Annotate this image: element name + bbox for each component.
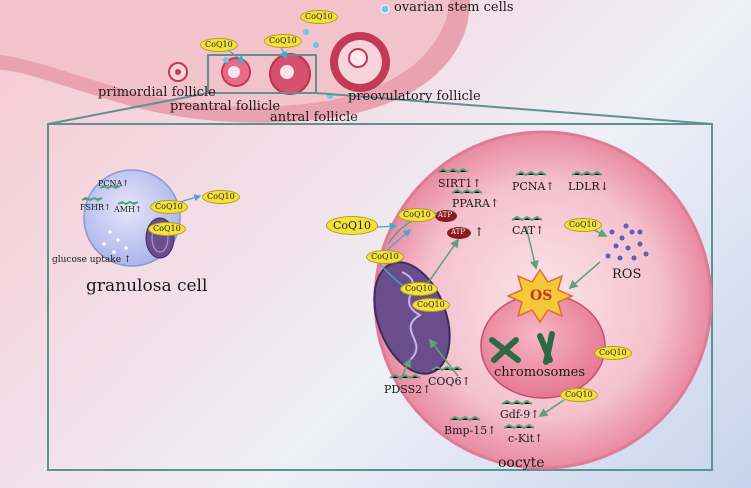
- label-ros: ROS: [612, 267, 642, 282]
- coq10-badge: CoQ10: [560, 388, 598, 402]
- coq10-badge: CoQ10: [264, 34, 302, 48]
- label-glucose-uptake: glucose uptake ↑: [52, 255, 132, 265]
- label-ldlr: LDLR↓: [568, 180, 609, 193]
- label-ovarian-stem-cells: ovarian stem cells: [394, 0, 514, 15]
- coq10-badge: CoQ10: [400, 282, 438, 296]
- coq10-badge: CoQ10: [412, 298, 450, 312]
- label-os: OS: [530, 288, 553, 304]
- label-ppara: PPARA↑: [452, 197, 500, 210]
- label-chromosomes: chromosomes: [494, 365, 586, 380]
- label-gdf9: Gdf-9↑: [500, 408, 540, 421]
- stem-cell-dot: [380, 4, 390, 14]
- label-pdss2: PDSS2↑: [384, 383, 432, 396]
- coq10-badge: CoQ10: [300, 10, 338, 24]
- coq10-badge: CoQ10: [326, 216, 379, 235]
- label-oocyte: oocyte: [498, 455, 545, 471]
- chromosome-shapes: [489, 331, 555, 365]
- stem-cell-dot: [313, 42, 319, 48]
- ros-dots: [605, 223, 649, 261]
- label-gc-fshr: FSHR↑: [80, 203, 111, 212]
- label-coq6: COQ6↑: [428, 375, 471, 388]
- atp-molecule: [435, 210, 457, 222]
- label-antral-follicle: antral follicle: [270, 110, 358, 125]
- label-atp-arrow: ↑: [474, 225, 485, 239]
- label-atp: ATP: [438, 211, 453, 219]
- label-preovulatory-follicle: preovulatory follicle: [348, 89, 481, 104]
- coq10-badge: CoQ10: [366, 250, 404, 264]
- coq10-badge: CoQ10: [200, 38, 238, 52]
- label-atp: ATP: [451, 228, 466, 236]
- antral-follicle: [269, 53, 311, 95]
- gene-marks: [81, 167, 603, 430]
- label-bmp15: Bmp-15↑: [444, 424, 497, 437]
- label-sirt1: SIRT1↑: [438, 177, 482, 190]
- label-ckit: c-Kit↑: [508, 432, 544, 445]
- label-gc-amh: AMH↑: [114, 205, 142, 214]
- coq10-badge: CoQ10: [150, 200, 188, 214]
- stem-cell-dot: [303, 29, 309, 35]
- label-granulosa-cell: granulosa cell: [86, 276, 208, 296]
- label-pcna: PCNA↑: [512, 180, 555, 193]
- label-primordial-follicle: primordial follicle: [98, 85, 216, 100]
- coq10-badge: CoQ10: [202, 190, 240, 204]
- coq10-badge: CoQ10: [398, 208, 436, 222]
- zoom-selection-box: [207, 54, 317, 94]
- atp-molecule: [447, 227, 471, 239]
- coq10-badge: CoQ10: [148, 222, 186, 236]
- label-gc-pcna: PCNA↑: [98, 179, 129, 188]
- label-preantral-follicle: preantral follicle: [170, 99, 281, 114]
- coq10-badge: CoQ10: [594, 346, 632, 360]
- coq10-badge: CoQ10: [564, 218, 602, 232]
- os-burst: [506, 268, 574, 324]
- stem-cell-dot: [223, 57, 229, 63]
- label-cat: CAT↑: [512, 224, 545, 237]
- primordial-follicle: [168, 62, 188, 82]
- preantral-follicle: [221, 57, 251, 87]
- preovulatory-follicle: [330, 32, 390, 92]
